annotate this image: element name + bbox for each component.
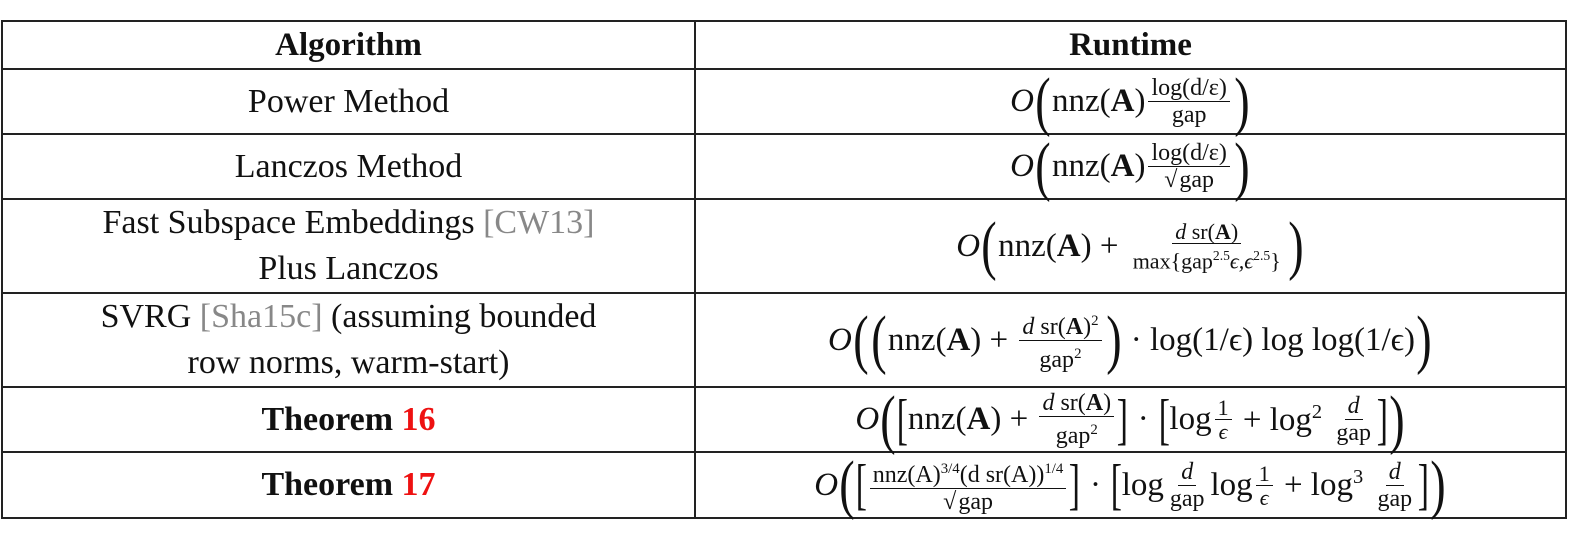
table-row: SVRG [Sha15c] (assuming bounded row norm…	[1, 292, 1567, 388]
theorem-link[interactable]: 17	[401, 466, 436, 503]
runtime-cell: O([ nnz(A)3/4(d sr(A))1/4√gap ] · [ log …	[694, 448, 1567, 521]
table-row: Power Method O( nnz(A) log(d/ε)gap )	[1, 64, 1567, 138]
algorithm-cell: Theorem 17	[1, 451, 696, 519]
runtime-formula: O( nnz(A) log(d/ε)√gap )	[1010, 129, 1250, 203]
algorithm-cell: SVRG [Sha15c] (assuming bounded row norm…	[1, 292, 696, 388]
runtime-formula: O( nnz(A) + d sr(A)max{gap2.5ϵ,ϵ2.5} )	[956, 209, 1304, 282]
citation-link[interactable]: [CW13]	[483, 204, 595, 241]
runtime-cell: O( nnz(A) + d sr(A)max{gap2.5ϵ,ϵ2.5} )	[694, 198, 1567, 294]
table-row: Lanczos Method O( nnz(A) log(d/ε)√gap )	[1, 129, 1567, 203]
runtime-cell: O( nnz(A) log(d/ε)√gap )	[694, 129, 1567, 203]
citation-link[interactable]: [Sha15c]	[199, 298, 323, 335]
algorithm-cell: Lanczos Method	[1, 133, 696, 200]
table-row: Fast Subspace Embeddings [CW13] Plus Lan…	[1, 198, 1567, 294]
runtime-cell: O( nnz(A) log(d/ε)gap )	[694, 64, 1567, 138]
algorithm-cell: Power Method	[1, 68, 696, 135]
header-runtime: Runtime	[694, 20, 1567, 70]
table-row: Theorem 16 O([ nnz(A) + d sr(A)gap2 ] · …	[1, 382, 1567, 456]
algorithm-cell: Fast Subspace Embeddings [CW13] Plus Lan…	[1, 198, 696, 294]
theorem-link[interactable]: 16	[401, 400, 436, 438]
runtime-formula: O( nnz(A) log(d/ε)gap )	[1010, 64, 1250, 138]
algorithm-cell: Theorem 16	[1, 386, 696, 453]
runtime-comparison-table: Algorithm Runtime Power Method O( nnz(A)…	[1, 20, 1567, 519]
header-row: Algorithm Runtime	[1, 20, 1567, 70]
runtime-formula: O([ nnz(A)3/4(d sr(A))1/4√gap ] · [ log …	[814, 448, 1446, 521]
table-row: Theorem 17 O([ nnz(A)3/4(d sr(A))1/4√gap…	[1, 448, 1567, 521]
header-algorithm: Algorithm	[1, 20, 696, 70]
